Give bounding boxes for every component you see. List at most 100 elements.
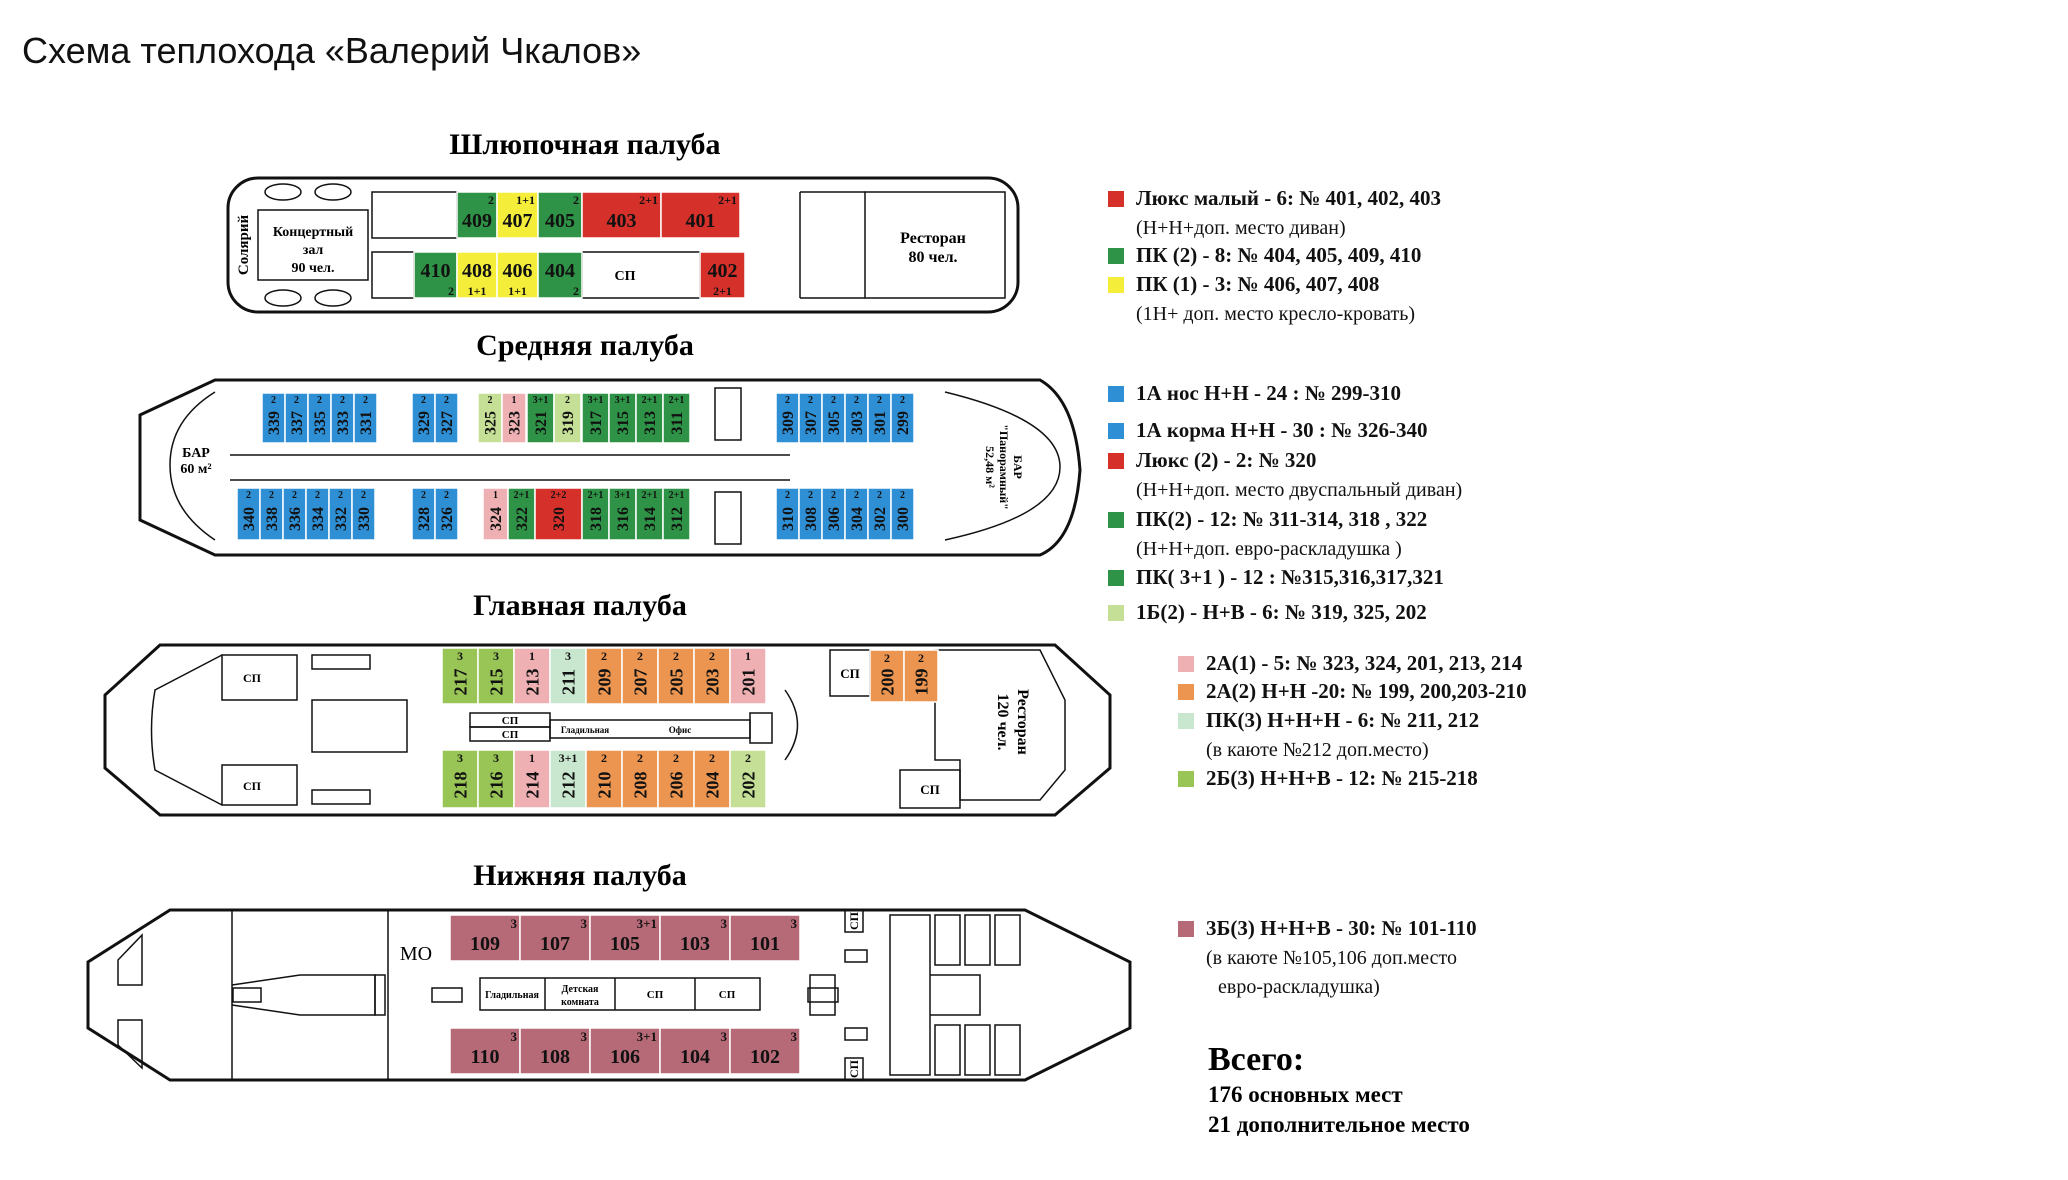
cabin-number: 326	[439, 507, 456, 531]
cabin-number: 311	[669, 411, 686, 434]
cabin-capacity: 2	[294, 395, 299, 406]
stairs	[714, 387, 742, 441]
cabin-fill	[729, 647, 767, 705]
cabin-number: 102	[750, 1046, 780, 1068]
cabin-number: 200	[877, 669, 897, 696]
legend-item: ПК (1) - 3: № 406, 407, 408(1Н+ доп. мес…	[1108, 272, 1415, 325]
cabin-number: 405	[545, 210, 575, 232]
cabin-capacity: 2	[877, 395, 882, 406]
cabin-capacity: 2	[673, 751, 679, 765]
cabin-capacity: 2	[785, 490, 790, 501]
cabin-fill	[477, 647, 515, 705]
cabin-number: 401	[686, 210, 716, 232]
cabin-number: 321	[533, 411, 550, 435]
cabin-capacity: 1	[493, 490, 498, 501]
legend-note: (в каюте №212 доп.место)	[1206, 739, 1429, 761]
legend-swatch	[1108, 248, 1124, 264]
cabin-capacity: 2+2	[551, 490, 567, 501]
cabin-number: 104	[680, 1046, 710, 1068]
panorama-bar-name: "Панорамный"	[997, 424, 1011, 510]
cabin-fill	[662, 487, 691, 541]
cabin-capacity: 2	[673, 649, 679, 663]
legend-text: ПК( 3+1 ) - 12 : №315,316,317,321	[1136, 565, 1444, 589]
cabin-capacity: 2	[601, 649, 607, 663]
legend-swatch	[1108, 277, 1124, 293]
main-restaurant-capacity: 120 чел.	[994, 693, 1011, 750]
cabin-fill	[496, 251, 539, 299]
cabin-capacity: 2	[421, 490, 426, 501]
cabin-capacity: 2	[808, 395, 813, 406]
cabin-fill	[608, 392, 637, 444]
stairs	[844, 949, 868, 963]
totals-main-seats: 176 основных мест	[1208, 1082, 1403, 1107]
cabin-number: 317	[588, 411, 605, 435]
cabin-number: 337	[289, 411, 306, 435]
stairs	[844, 1027, 868, 1041]
cabin-capacity: 2	[565, 395, 570, 406]
main-sp-label: СП	[920, 782, 940, 797]
lifeboat	[264, 289, 302, 307]
middle-bar-area: 60 м²	[180, 462, 211, 477]
middle-deck-title: Средняя палуба	[476, 329, 694, 362]
cabin-capacity: 2+1	[514, 490, 530, 501]
cabin-fill	[659, 914, 731, 962]
cabin-fill	[537, 191, 583, 239]
cabin-capacity: 2	[315, 490, 320, 501]
middle-deck-hull	[138, 378, 1082, 557]
cabin-capacity: 2	[488, 395, 493, 406]
cabin-capacity: 2	[877, 490, 882, 501]
cabin-number: 402	[708, 260, 738, 282]
cabin-number: 325	[483, 411, 500, 435]
cabin-capacity: 1	[529, 751, 535, 765]
legend-text: 2А(1) - 5: № 323, 324, 201, 213, 214	[1206, 651, 1523, 675]
legend-swatch	[1178, 921, 1194, 937]
cabin-capacity: 3+1	[637, 916, 657, 931]
cabin-fill	[585, 647, 623, 705]
cabin-capacity: 2+1	[669, 395, 685, 406]
lifeboat	[314, 289, 352, 307]
lifeboat	[264, 183, 302, 201]
main-sp-label: СП	[840, 666, 860, 681]
cabin-number: 307	[803, 411, 820, 435]
cabin-number: 205	[666, 669, 686, 696]
cabin-fill	[501, 392, 527, 444]
cabin-number: 218	[450, 772, 470, 799]
cabin-fill	[553, 392, 582, 444]
legend-item: ПК( 3+1 ) - 12 : №315,316,317,321	[1108, 565, 1444, 589]
legend-swatch	[1108, 605, 1124, 621]
cabin-capacity: 2	[448, 284, 454, 298]
boat-deck-cabins: 24091+140724052+14032+140124101+14081+14…	[413, 191, 746, 299]
cabin-fill	[519, 914, 591, 962]
cabin-capacity: 3	[511, 916, 518, 931]
cabin-number: 217	[450, 669, 470, 696]
cabin-capacity: 2	[573, 193, 579, 207]
cabin-number: 335	[312, 411, 329, 435]
middle-bar-label: БАР	[182, 446, 210, 461]
legend-item: 3Б(3) Н+Н+В - 30: № 101-110(в каюте №105…	[1178, 916, 1477, 998]
legend-item: 2А(1) - 5: № 323, 324, 201, 213, 214	[1178, 651, 1523, 675]
cabin-fill	[434, 392, 459, 444]
legend-item: Люкс (2) - 2: № 320(Н+Н+доп. место двусп…	[1108, 448, 1462, 501]
cabin-fill	[662, 392, 691, 444]
cabin-fill	[903, 649, 939, 703]
middle-deck-cabins: 2339233723352333233123292327232513233+13…	[236, 392, 915, 541]
